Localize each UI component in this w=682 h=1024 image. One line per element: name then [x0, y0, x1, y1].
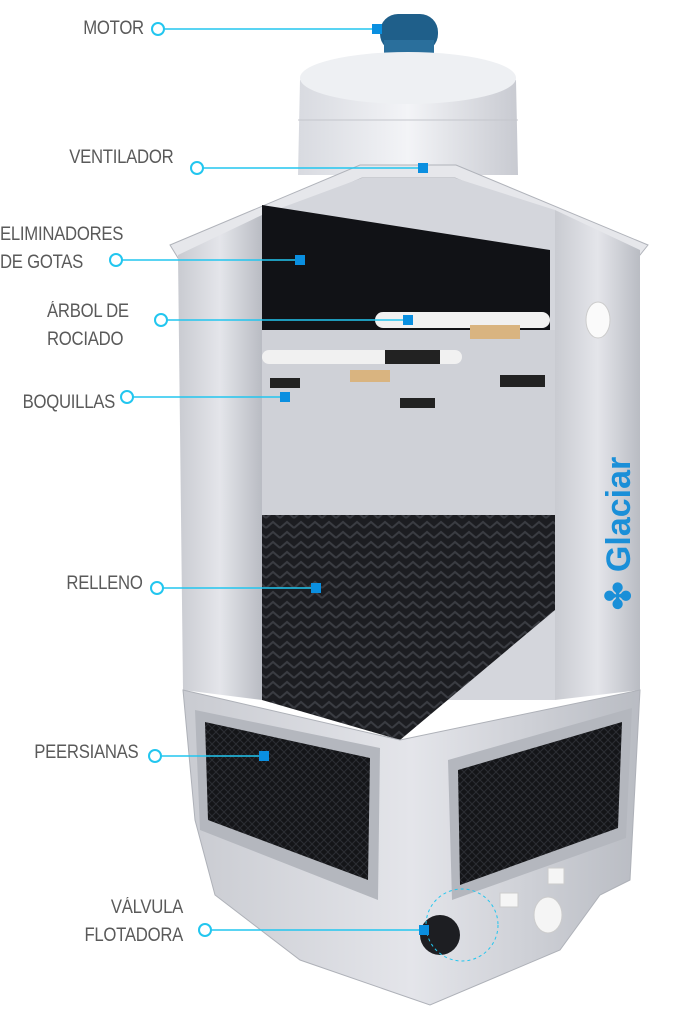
- label-valvula-line2: FLOTADORA: [84, 925, 183, 946]
- drift-eliminators: [262, 205, 550, 330]
- leader-marker-boquillas: [280, 392, 290, 402]
- leader-marker-ventilador: [418, 163, 428, 173]
- leader-marker-relleno: [311, 583, 321, 593]
- leader-circle-boquillas: [120, 390, 134, 404]
- leader-circle-valvula: [198, 923, 212, 937]
- louver-right: [458, 722, 622, 885]
- base-basin: [182, 689, 641, 1006]
- motor-illustration: [380, 14, 438, 54]
- label-persianas: PEERSIANAS: [33, 742, 138, 763]
- label-motor: MOTOR: [83, 18, 144, 39]
- leader-circle-eliminadores: [109, 253, 123, 267]
- leader-lines: [109, 22, 429, 937]
- brand-logo: ✤ Glaciar: [600, 457, 638, 610]
- fill-media: [262, 515, 555, 740]
- leader-circle-arbol: [154, 313, 168, 327]
- upper-cabinet: [178, 178, 640, 740]
- leader-circle-relleno: [150, 581, 164, 595]
- label-eliminadores-line2: DE GOTAS: [0, 252, 84, 273]
- fan-housing: [298, 52, 518, 175]
- float-valve: [420, 915, 460, 955]
- label-valvula-line1: VÁLVULA: [110, 897, 183, 918]
- leader-marker-persianas: [259, 751, 269, 761]
- louver-left: [205, 722, 370, 880]
- label-boquillas: BOQUILLAS: [22, 392, 116, 413]
- label-relleno: RELLENO: [66, 573, 143, 594]
- leader-marker-eliminadores: [295, 255, 305, 265]
- label-eliminadores-line1: ELIMINADORES: [0, 224, 124, 245]
- label-arbol-line2: ROCIADO: [47, 329, 124, 350]
- label-ventilador: VENTILADOR: [68, 147, 173, 168]
- leader-marker-valvula: [419, 925, 429, 935]
- leader-circle-motor: [151, 22, 165, 36]
- leader-marker-arbol: [403, 315, 413, 325]
- leader-circle-persianas: [148, 749, 162, 763]
- label-arbol-line1: ÁRBOL DE: [47, 301, 129, 322]
- leader-circle-ventilador: [190, 161, 204, 175]
- leader-marker-motor: [372, 24, 382, 34]
- spray-tree: [262, 301, 611, 408]
